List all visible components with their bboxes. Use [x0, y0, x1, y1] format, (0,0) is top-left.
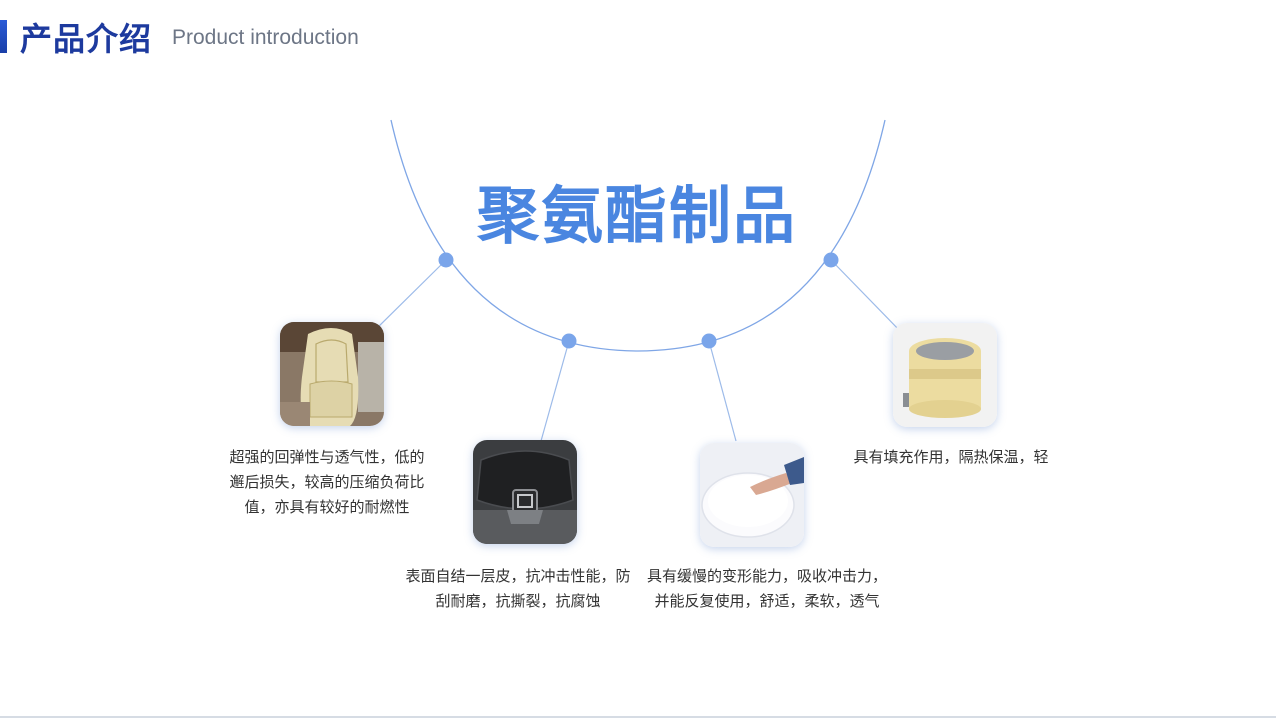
node-dot-1: [438, 252, 454, 268]
product-description-1: 超强的回弹性与透气性，低的邂后损失，较高的压缩负荷比值，亦具有较好的耐燃性: [229, 448, 425, 516]
node-dot-4: [823, 252, 839, 268]
product-description-2: 表面自结一层皮，抗冲击性能，防刮耐磨，抗撕裂，抗腐蚀: [405, 567, 631, 610]
bottom-divider: [0, 716, 1276, 718]
connector-line-2: [540, 340, 570, 442]
node-dot-3: [701, 333, 717, 349]
node-dot-2: [561, 333, 577, 349]
product-description-3: 具有缓慢的变形能力，吸收冲击力，并能反复使用，舒适，柔软，透气: [646, 567, 887, 610]
connector-line-3: [708, 340, 737, 442]
product-description-4: 具有填充作用，隔热保温，轻: [853, 448, 1049, 466]
header-accent-bar: [0, 20, 7, 53]
product-image-memory-foam-pad: [700, 443, 804, 547]
product-image-black-integral-skin-part: [473, 440, 577, 544]
product-image-car-seat-foam: [280, 322, 384, 426]
arc-curve: [390, 119, 886, 352]
page-subtitle: Product introduction: [172, 26, 359, 49]
page-title: 产品介绍: [20, 20, 153, 58]
product-image-foam-insulated-cylinder: [893, 323, 997, 427]
connector-line-1: [371, 259, 447, 334]
connector-line-4: [830, 259, 903, 334]
main-title: 聚氨酯制品: [476, 179, 797, 252]
